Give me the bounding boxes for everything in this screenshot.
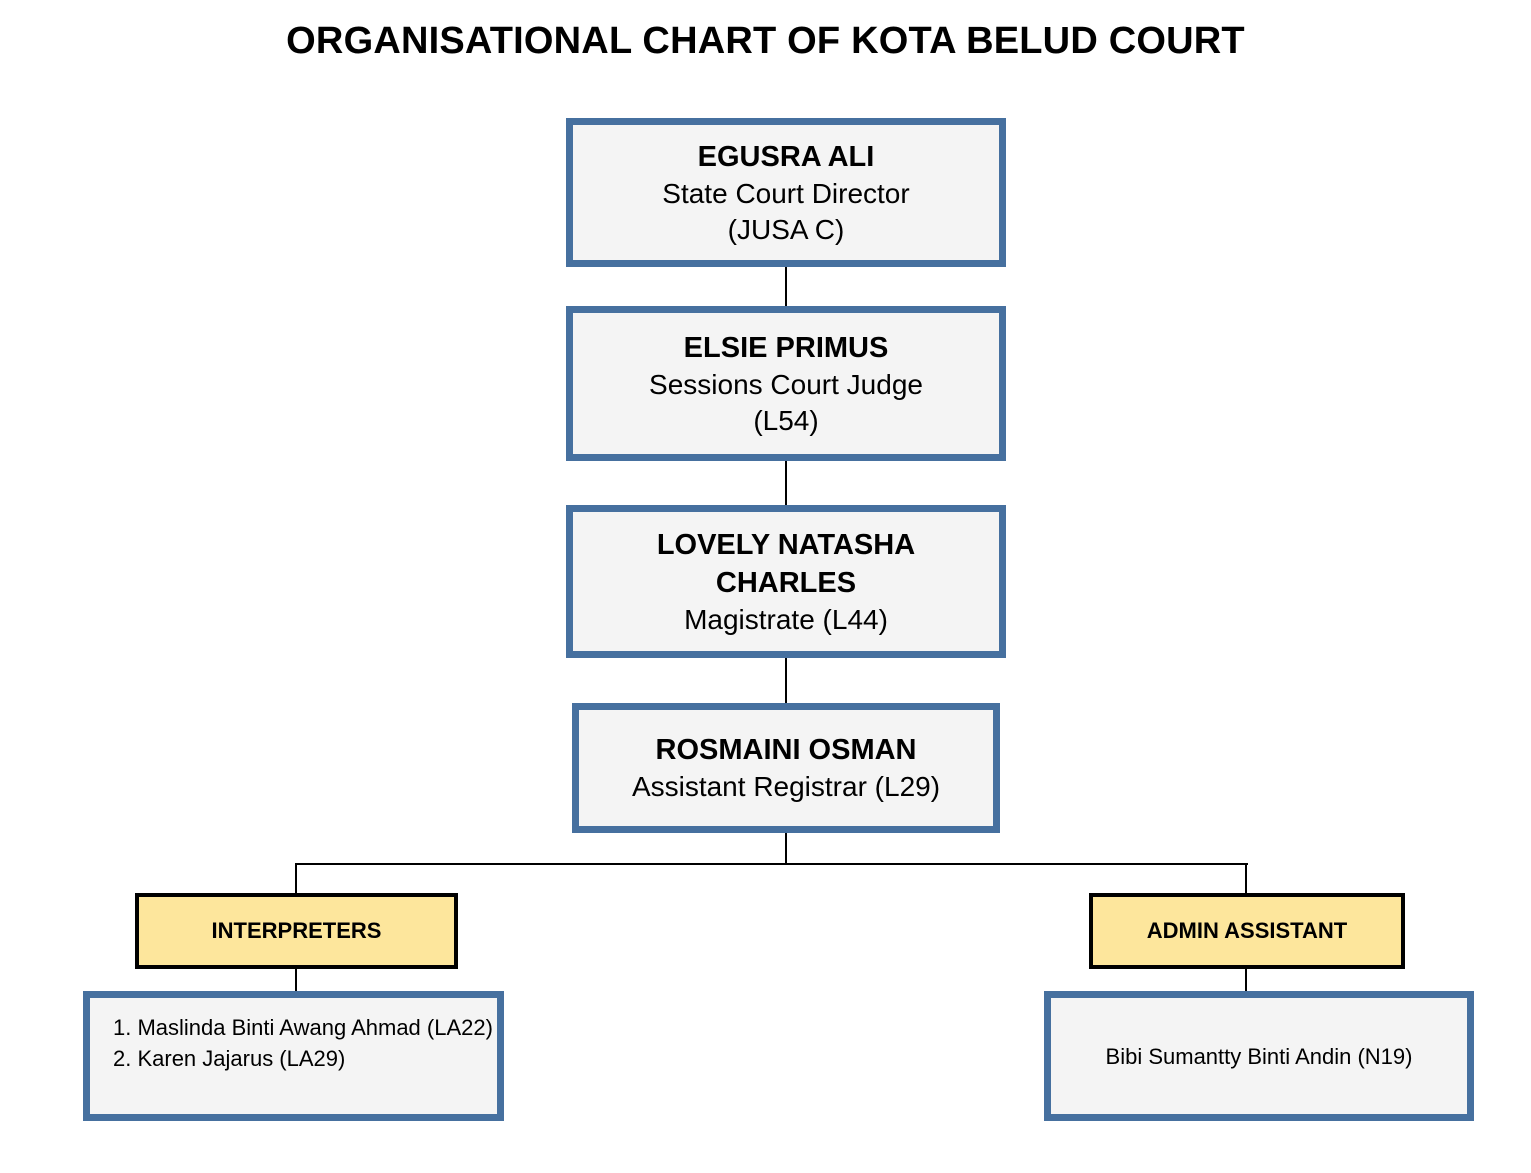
connector-magistrate-registrar (785, 655, 787, 707)
org-node-state-court-director: EGUSRA ALI State Court Director (JUSA C) (566, 118, 1006, 267)
connector-interpreters-members (295, 966, 297, 995)
node-role: State Court Director (662, 177, 910, 209)
list-item: 2. Karen Jajarus (LA29) (113, 1046, 346, 1071)
node-name-line1: LOVELY NATASHA (656, 528, 916, 561)
org-node-assistant-registrar: ROSMAINI OSMAN Assistant Registrar (L29) (572, 703, 1000, 833)
node-name: EGUSRA ALI (697, 140, 875, 173)
connector-branch-horizontal (295, 863, 1248, 865)
admin-assistant-member-list: Bibi Sumantty Binti Andin (N19) (1044, 991, 1474, 1121)
connector-judge-magistrate (785, 457, 787, 509)
unit-header-interpreters: INTERPRETERS (135, 893, 458, 969)
unit-header-admin-assistant: ADMIN ASSISTANT (1089, 893, 1405, 969)
org-node-sessions-court-judge: ELSIE PRIMUS Sessions Court Judge (L54) (566, 306, 1006, 461)
connector-admin-members (1245, 966, 1247, 995)
node-name-line2: CHARLES (715, 566, 857, 599)
connector-director-judge (785, 263, 787, 309)
connector-branch-admin (1245, 863, 1247, 896)
list-item: 1. Maslinda Binti Awang Ahmad (LA22) (113, 1015, 493, 1040)
interpreters-member-list: 1. Maslinda Binti Awang Ahmad (LA22) 2. … (83, 991, 504, 1121)
list-item: Bibi Sumantty Binti Andin (N19) (1105, 1043, 1413, 1069)
node-role: Assistant Registrar (L29) (631, 771, 941, 802)
connector-branch-interpreters (295, 863, 297, 896)
connector-registrar-branch (785, 829, 787, 864)
node-grade: (JUSA C) (727, 213, 845, 245)
node-grade: (L54) (753, 404, 819, 436)
node-role: Magistrate (L44) (684, 603, 888, 635)
org-node-magistrate: LOVELY NATASHA CHARLES Magistrate (L44) (566, 505, 1006, 658)
node-name: ROSMAINI OSMAN (655, 734, 917, 766)
node-role: Sessions Court Judge (649, 368, 923, 400)
chart-title: ORGANISATIONAL CHART OF KOTA BELUD COURT (286, 20, 1245, 62)
node-name: ELSIE PRIMUS (683, 331, 889, 364)
